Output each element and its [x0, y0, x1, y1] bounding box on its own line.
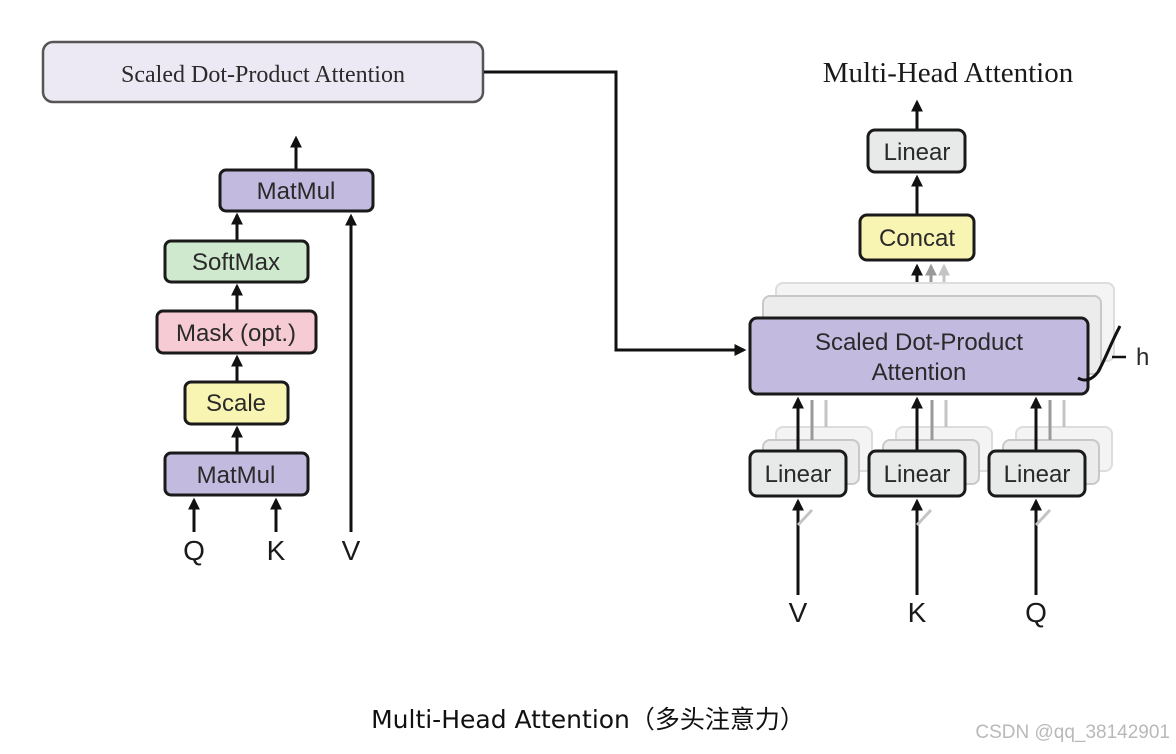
mask-node: Mask (opt.): [155, 309, 318, 355]
linear-k-label: Linear: [884, 461, 951, 488]
sdpa-title-text: Scaled Dot-Product Attention: [121, 62, 405, 88]
sdpa-label-line2: Attention: [872, 359, 967, 386]
matmul-bottom-node: MatMul: [163, 451, 310, 497]
linear-v-label: Linear: [765, 461, 832, 488]
right-input-q-label: Q: [1025, 597, 1047, 628]
input-q-label: Q: [183, 535, 205, 566]
input-k-label: K: [267, 535, 286, 566]
linear-top-node: Linear: [866, 128, 967, 174]
matmul-top-label: MatMul: [257, 178, 336, 205]
linear-k-stack: Linear: [867, 396, 993, 595]
right-input-v-label: V: [789, 597, 808, 628]
right-input-k-label: K: [908, 597, 927, 628]
input-v-label: V: [342, 535, 361, 566]
multihead-attention: Multi-Head Attention Linear Concat Scale…: [748, 57, 1149, 628]
linear-v-stack: Linear: [748, 396, 873, 595]
linear-top-label: Linear: [884, 139, 951, 166]
watermark: CSDN @qq_38142901: [975, 722, 1170, 743]
linear-v-node: [748, 449, 848, 498]
mask-label: Mask (opt.): [176, 320, 296, 347]
linear-q-label: Linear: [1004, 461, 1071, 488]
matmul-bottom-label: MatMul: [197, 462, 276, 489]
concat-label: Concat: [879, 225, 955, 252]
sdpa-block: Scaled Dot-Product Attention: [748, 316, 1090, 396]
scale-label: Scale: [206, 390, 266, 417]
multihead-title: Multi-Head Attention: [823, 57, 1074, 89]
softmax-label: SoftMax: [192, 249, 280, 276]
connector-arrow: [484, 70, 747, 356]
linear-q-node: [987, 449, 1087, 498]
figure-caption: Multi-Head Attention（多头注意力）: [371, 705, 805, 734]
softmax-node: SoftMax: [163, 239, 310, 284]
heads-brace: [1077, 325, 1122, 382]
matmul-top-node: MatMul: [218, 168, 375, 213]
sdpa-detail: Scaled Dot-Product Attention MatMul Soft…: [41, 40, 485, 566]
scale-node: Scale: [183, 380, 290, 426]
sdpa-title-box: Scaled Dot-Product Attention: [41, 40, 485, 104]
sdpa-label-line1: Scaled Dot-Product: [815, 329, 1023, 356]
linear-k-node: [867, 449, 967, 498]
concat-node: Concat: [858, 213, 976, 262]
linear-q-stack: Linear: [987, 396, 1113, 595]
heads-label: h: [1136, 344, 1149, 371]
